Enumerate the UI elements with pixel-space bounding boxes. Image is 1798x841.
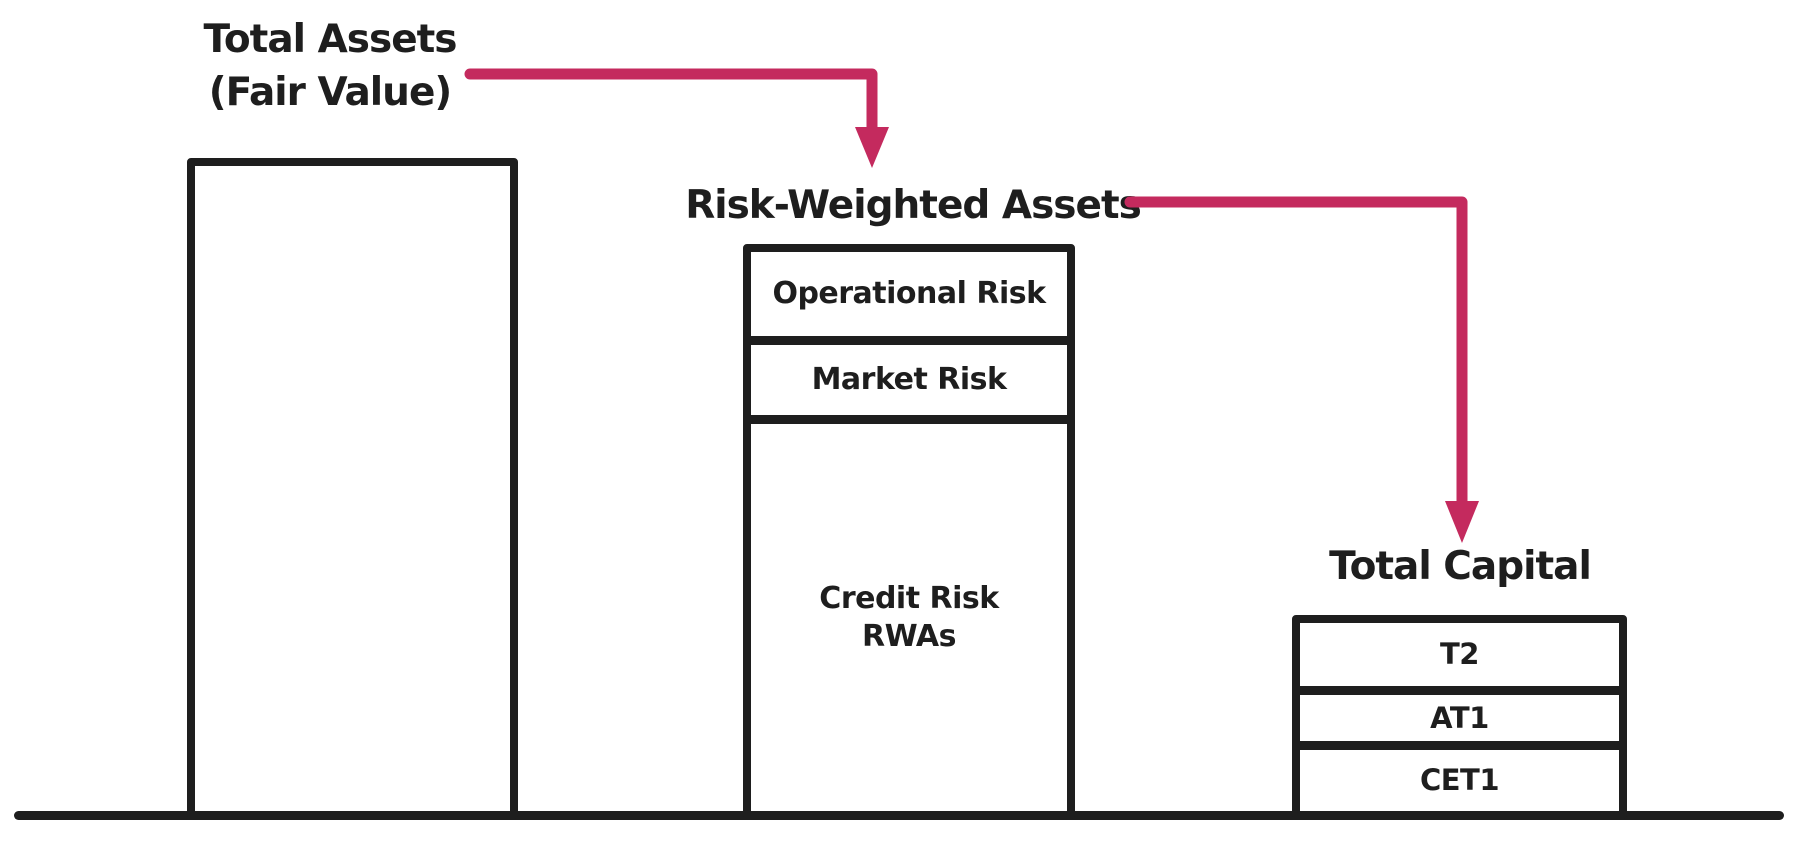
segment-cet1: CET1	[1300, 750, 1619, 811]
segment-t2-label: T2	[1440, 637, 1479, 672]
segment-credit-risk-label-line2: RWAs	[862, 618, 956, 654]
arrowhead-rwa-to-total-capital-icon	[1445, 501, 1479, 543]
arrowhead-total-assets-to-rwa-icon	[855, 127, 889, 168]
risk-weighted-assets-label: Risk-Weighted Assets	[685, 183, 1142, 228]
total-assets-label-line2: (Fair Value)	[208, 69, 452, 115]
total-assets-label-line1: Total Assets	[203, 17, 457, 62]
segment-cet1-label: CET1	[1419, 763, 1500, 798]
segment-at1-label: AT1	[1430, 700, 1489, 735]
segment-market-risk: Market Risk	[751, 345, 1067, 424]
total-assets-label: Total Assets (Fair Value)	[110, 14, 550, 119]
arrow-rwa-to-total-capital	[1124, 196, 1468, 508]
total-capital-bar: T2 AT1 CET1	[1292, 615, 1627, 819]
total-capital-label: Total Capital	[1329, 544, 1592, 589]
segment-operational-risk: Operational Risk	[751, 252, 1067, 345]
total-assets-bar	[187, 158, 518, 819]
risk-weighted-assets-bar: Operational Risk Market Risk Credit Risk…	[743, 244, 1075, 819]
segment-market-risk-label: Market Risk	[811, 362, 1007, 398]
segment-at1: AT1	[1300, 695, 1619, 750]
segment-operational-risk-label: Operational Risk	[772, 276, 1046, 312]
segment-t2: T2	[1300, 623, 1619, 695]
segment-credit-risk-rwas: Credit Risk RWAs	[751, 424, 1067, 811]
segment-credit-risk-label-line1: Credit Risk	[819, 581, 999, 616]
